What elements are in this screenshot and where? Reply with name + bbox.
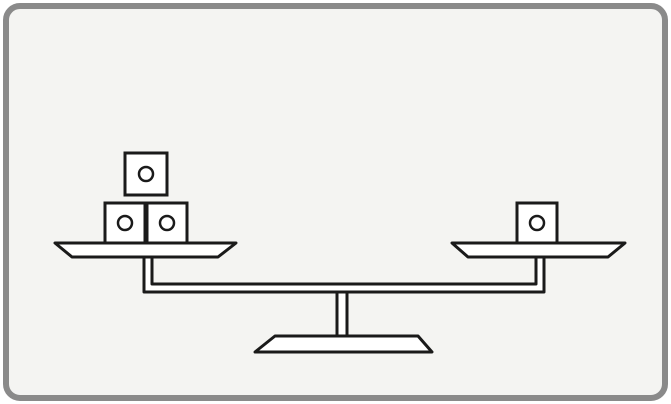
weight-block: [125, 153, 167, 195]
weight-block: [105, 203, 145, 243]
scale-base: [255, 336, 432, 352]
weight-block: [517, 203, 557, 243]
ring-icon: [139, 167, 153, 181]
ring-icon: [118, 216, 132, 230]
left-pan: [55, 243, 236, 257]
right-block-stack: [517, 203, 557, 243]
right-pan: [452, 243, 625, 257]
ring-icon: [530, 216, 544, 230]
ring-icon: [160, 216, 174, 230]
center-post: [337, 290, 347, 336]
weight-block: [147, 203, 187, 243]
